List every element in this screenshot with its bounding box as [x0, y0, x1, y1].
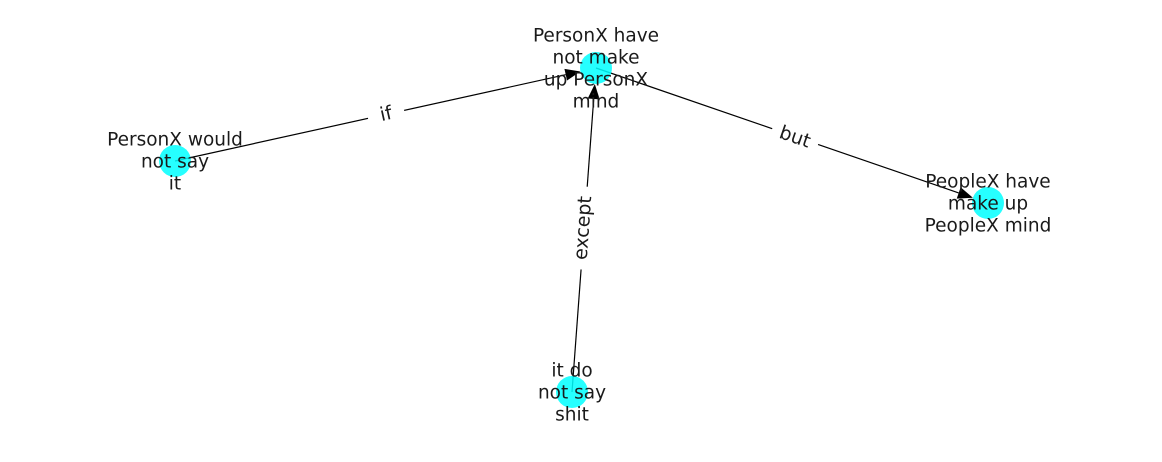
edge-label-background	[767, 116, 823, 158]
node-say-circle	[159, 145, 191, 177]
node-label-line: make up	[948, 194, 1028, 215]
node-shit-circle	[556, 376, 588, 408]
node-label-line: not say	[538, 383, 606, 404]
node-mind-circle	[580, 52, 612, 84]
edge-but-arrowhead	[956, 187, 973, 199]
node-label-line: PeopleX mind	[925, 216, 1052, 237]
edge-label-background	[566, 185, 600, 271]
node-label-line: up PersonX	[544, 70, 649, 91]
edge-label-if: if	[365, 97, 407, 131]
edge-label-background	[365, 97, 407, 131]
node-label-line: PeopleX have	[925, 172, 1050, 193]
nodes-layer	[159, 52, 1004, 408]
node-label-line: not say	[141, 152, 209, 173]
node-label-line: shit	[555, 405, 589, 426]
node-label-line: PersonX have	[533, 26, 659, 47]
edge-if-arrowhead	[564, 68, 581, 81]
node-label-line: not make	[553, 48, 640, 69]
edge-label-text: except	[570, 195, 597, 260]
edges-layer: if but except	[174, 67, 973, 393]
node-label-line: mind	[573, 92, 620, 113]
edge-label-but: but	[767, 116, 823, 158]
node-people-circle	[972, 187, 1004, 219]
node-label-line: PersonX would	[107, 130, 243, 151]
edge-except-arrowhead	[587, 83, 600, 100]
node-label-line: it	[169, 174, 181, 195]
node-label-line: it do	[551, 361, 592, 382]
edge-label-except: except	[566, 185, 600, 271]
